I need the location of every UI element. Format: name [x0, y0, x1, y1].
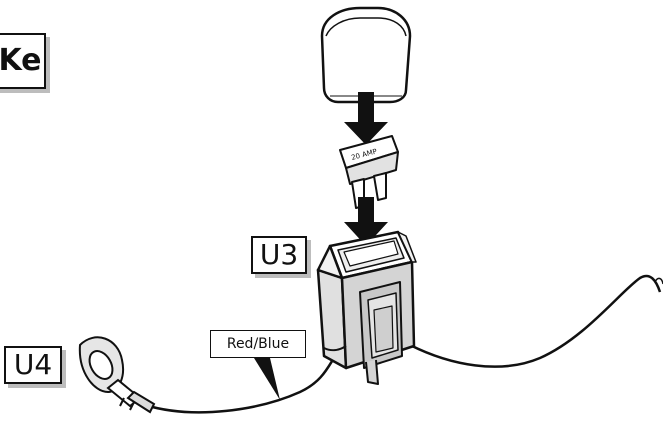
holder-wire-entry-left — [323, 345, 347, 352]
wire-label-pointer — [254, 358, 280, 400]
label-u4: U4 — [4, 346, 62, 384]
label-ke: Ke — [0, 33, 46, 89]
insert-arrow-upper — [344, 92, 388, 145]
label-u3: U3 — [251, 236, 307, 274]
wire-color-label: Red/Blue — [210, 330, 306, 358]
fuse-holder — [316, 230, 417, 385]
fuse-cap — [320, 6, 412, 104]
insert-arrow-lower — [344, 197, 388, 246]
ring-terminal — [78, 336, 156, 414]
wire-right — [409, 274, 662, 368]
blade-fuse — [339, 135, 399, 209]
